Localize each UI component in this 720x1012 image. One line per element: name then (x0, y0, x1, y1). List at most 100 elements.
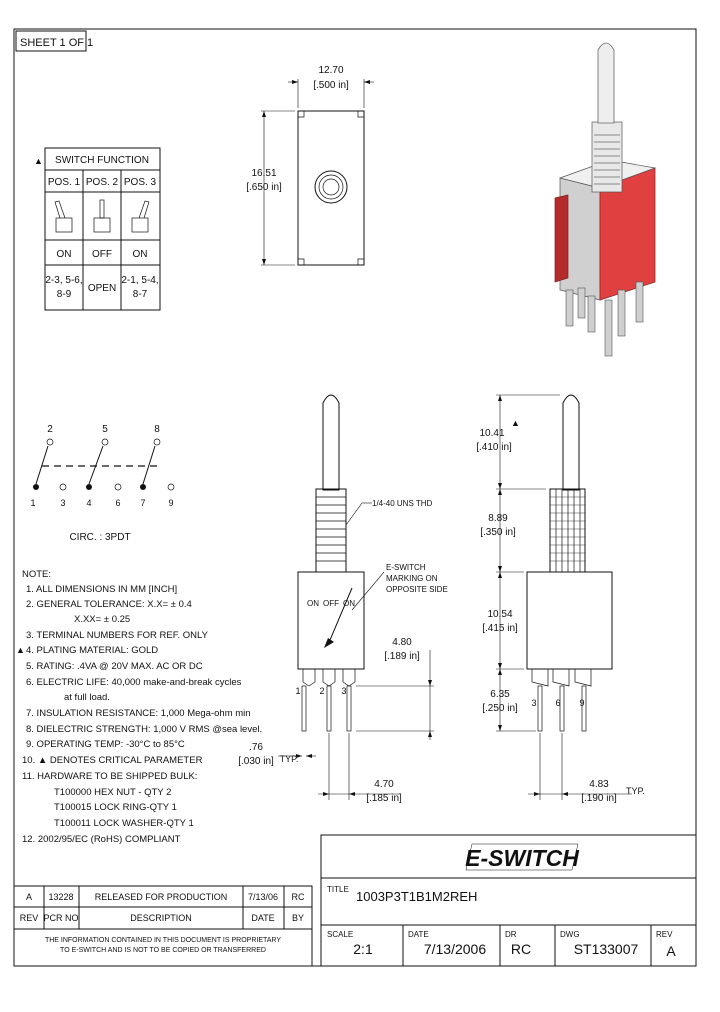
thread-callout: 1/4-40 UNS THD (372, 499, 433, 508)
note-1: 1. ALL DIMENSIONS IN MM [INCH] (26, 584, 177, 595)
note-11-item-2: T100015 LOCK RING-QTY 1 (54, 802, 177, 813)
circuit-schematic: 2 5 8 1 3 4 6 7 9 CIRC. : 3PDT (30, 424, 175, 543)
front-view: ON OFF ON 1 2 3 1/4-40 UNS THD E-SWITCH … (238, 394, 448, 804)
rev-row-date: 7/13/06 (248, 892, 278, 902)
side-pitch-typ: TYP. (626, 786, 645, 796)
body-label-off: OFF (323, 599, 339, 608)
dwg-value: ST133007 (574, 941, 639, 957)
rev-row-rev: A (26, 892, 32, 902)
top-width-dim-in: [.500 in] (313, 80, 349, 91)
marking-callout-2: MARKING ON (386, 574, 438, 583)
notes-block: NOTE: 1. ALL DIMENSIONS IN MM [INCH] 2. … (16, 569, 262, 845)
pos-3-header: POS. 3 (124, 177, 157, 188)
drawn-by-label: DR (505, 930, 517, 939)
note-2: 2. GENERAL TOLERANCE: X.X= ± 0.4 (26, 599, 192, 610)
note-6: 6. ELECTRIC LIFE: 40,000 make-and-break … (26, 677, 242, 688)
rev-row-pcr: 13228 (48, 892, 73, 902)
toggle-pos-1-icon (54, 200, 73, 233)
front-pin-2-label: 2 (319, 686, 324, 696)
note-6-cont: at full load. (64, 692, 110, 703)
terminal-2-label: 2 (47, 424, 53, 435)
side-bushing-dim: 8.89 (488, 513, 508, 524)
side-toggle-critical-icon: ▲ (511, 418, 520, 428)
circuit-label: CIRC. : 3PDT (69, 532, 130, 543)
terminal-3-label: 3 (60, 498, 65, 508)
front-height-dim-in: [.189 in] (384, 651, 420, 662)
connection-pos-3-line-2: 8-7 (133, 289, 148, 300)
note-8: 8. DIELECTRIC STRENGTH: 1,000 V RMS @sea… (26, 724, 262, 735)
connection-pos-2: OPEN (88, 283, 116, 294)
rev-header-rev: REV (20, 913, 39, 923)
side-toggle-dim-in: [.410 in] (476, 442, 512, 453)
top-height-dim-in: [.650 in] (246, 182, 282, 193)
note-4-critical-icon: ▲ (16, 645, 25, 655)
front-pin-1-label: 1 (295, 686, 300, 696)
rev-label: REV (656, 930, 673, 939)
title-label: TITLE (327, 885, 349, 894)
note-7: 7. INSULATION RESISTANCE: 1,000 Mega-ohm… (26, 708, 251, 719)
note-9: 9. OPERATING TEMP: -30°C to 85°C (26, 739, 185, 750)
pin-width-typ: TYP. (280, 754, 299, 764)
side-pitch-dim: 4.83 (589, 779, 609, 790)
marking-callout-3: OPPOSITE SIDE (386, 585, 448, 594)
front-pin-3-label: 3 (341, 686, 346, 696)
dwg-label: DWG (560, 930, 580, 939)
note-2-cont: X.XX= ± 0.25 (74, 614, 130, 625)
e-switch-logo: E-SWITCH (465, 843, 579, 871)
terminal-8-label: 8 (154, 424, 160, 435)
sheet-label: SHEET 1 OF 1 (20, 37, 93, 49)
rev-header-date: DATE (251, 913, 274, 923)
terminal-7-label: 7 (140, 498, 145, 508)
proprietary-line-2: TO E-SWITCH AND IS NOT TO BE COPIED OR T… (60, 947, 266, 954)
notes-heading: NOTE: (22, 569, 51, 580)
note-11-item-3: T100011 LOCK WASHER-QTY 1 (54, 818, 194, 829)
connection-pos-1-line-2: 8-9 (57, 289, 72, 300)
pos-2-header: POS. 2 (86, 177, 119, 188)
rev-row-by: RC (292, 892, 305, 902)
note-11: 11. HARDWARE TO BE SHIPPED BULK: (22, 771, 197, 782)
state-pos-2: OFF (92, 249, 112, 260)
revision-block: A 13228 RELEASED FOR PRODUCTION 7/13/06 … (13, 885, 313, 967)
rev-value: A (666, 943, 676, 959)
note-10: 10. ▲ DENOTES CRITICAL PARAMETER (22, 755, 203, 766)
top-width-dim: 12.70 (318, 65, 343, 76)
note-12: 12. 2002/95/EC (RoHS) COMPLIANT (22, 834, 181, 845)
switch-function-table: ▲ SWITCH FUNCTION POS. 1 POS. 2 POS. 3 O… (34, 147, 161, 311)
note-3: 3. TERMINAL NUMBERS FOR REF. ONLY (26, 630, 209, 641)
proprietary-line-1: THE INFORMATION CONTAINED IN THIS DOCUME… (45, 937, 281, 944)
top-view: 12.70 [.500 in] 16.51 [.650 in] (246, 65, 374, 266)
side-view: 3 6 9 ▲ 10.41 [.410 in] 8.89 [.350 in] 1… (476, 394, 645, 804)
rev-header-description: DESCRIPTION (130, 913, 192, 923)
critical-triangle: ▲ (34, 156, 43, 166)
state-pos-3: ON (133, 249, 148, 260)
terminal-1-label: 1 (30, 498, 35, 508)
state-pos-1: ON (57, 249, 72, 260)
side-body-dim: 10.54 (487, 609, 512, 620)
connection-pos-3-line-1: 2-1, 5-4, (121, 275, 158, 286)
note-5: 5. RATING: .4VA @ 20V MAX. AC OR DC (26, 661, 203, 672)
terminal-5-label: 5 (102, 424, 108, 435)
date-label: DATE (408, 930, 429, 939)
sheet-label-box (15, 30, 87, 52)
side-pin-3-label: 3 (531, 698, 536, 708)
note-4: 4. PLATING MATERIAL: GOLD (26, 645, 158, 656)
terminal-9-label: 9 (168, 498, 173, 508)
part-title: 1003P3T1B1M2REH (356, 889, 477, 904)
pin-width-dim-in: [.030 in] (238, 756, 274, 767)
date-value: 7/13/2006 (424, 941, 486, 957)
front-pitch-dim-in: [.185 in] (366, 793, 402, 804)
pos-1-header: POS. 1 (48, 177, 81, 188)
body-label-on-right: ON (343, 599, 355, 608)
toggle-pos-3-icon (131, 200, 150, 233)
switch-function-title: SWITCH FUNCTION (55, 155, 149, 166)
top-height-dim: 16.51 (251, 168, 276, 179)
side-pin-6-label: 6 (555, 698, 560, 708)
toggle-pos-2-icon (93, 199, 111, 233)
terminal-6-label: 6 (115, 498, 120, 508)
front-pitch-dim: 4.70 (374, 779, 394, 790)
side-toggle-dim: 10.41 (479, 428, 504, 439)
body-label-on-left: ON (307, 599, 319, 608)
marking-callout-1: E-SWITCH (386, 563, 426, 572)
iso-view (554, 42, 657, 357)
